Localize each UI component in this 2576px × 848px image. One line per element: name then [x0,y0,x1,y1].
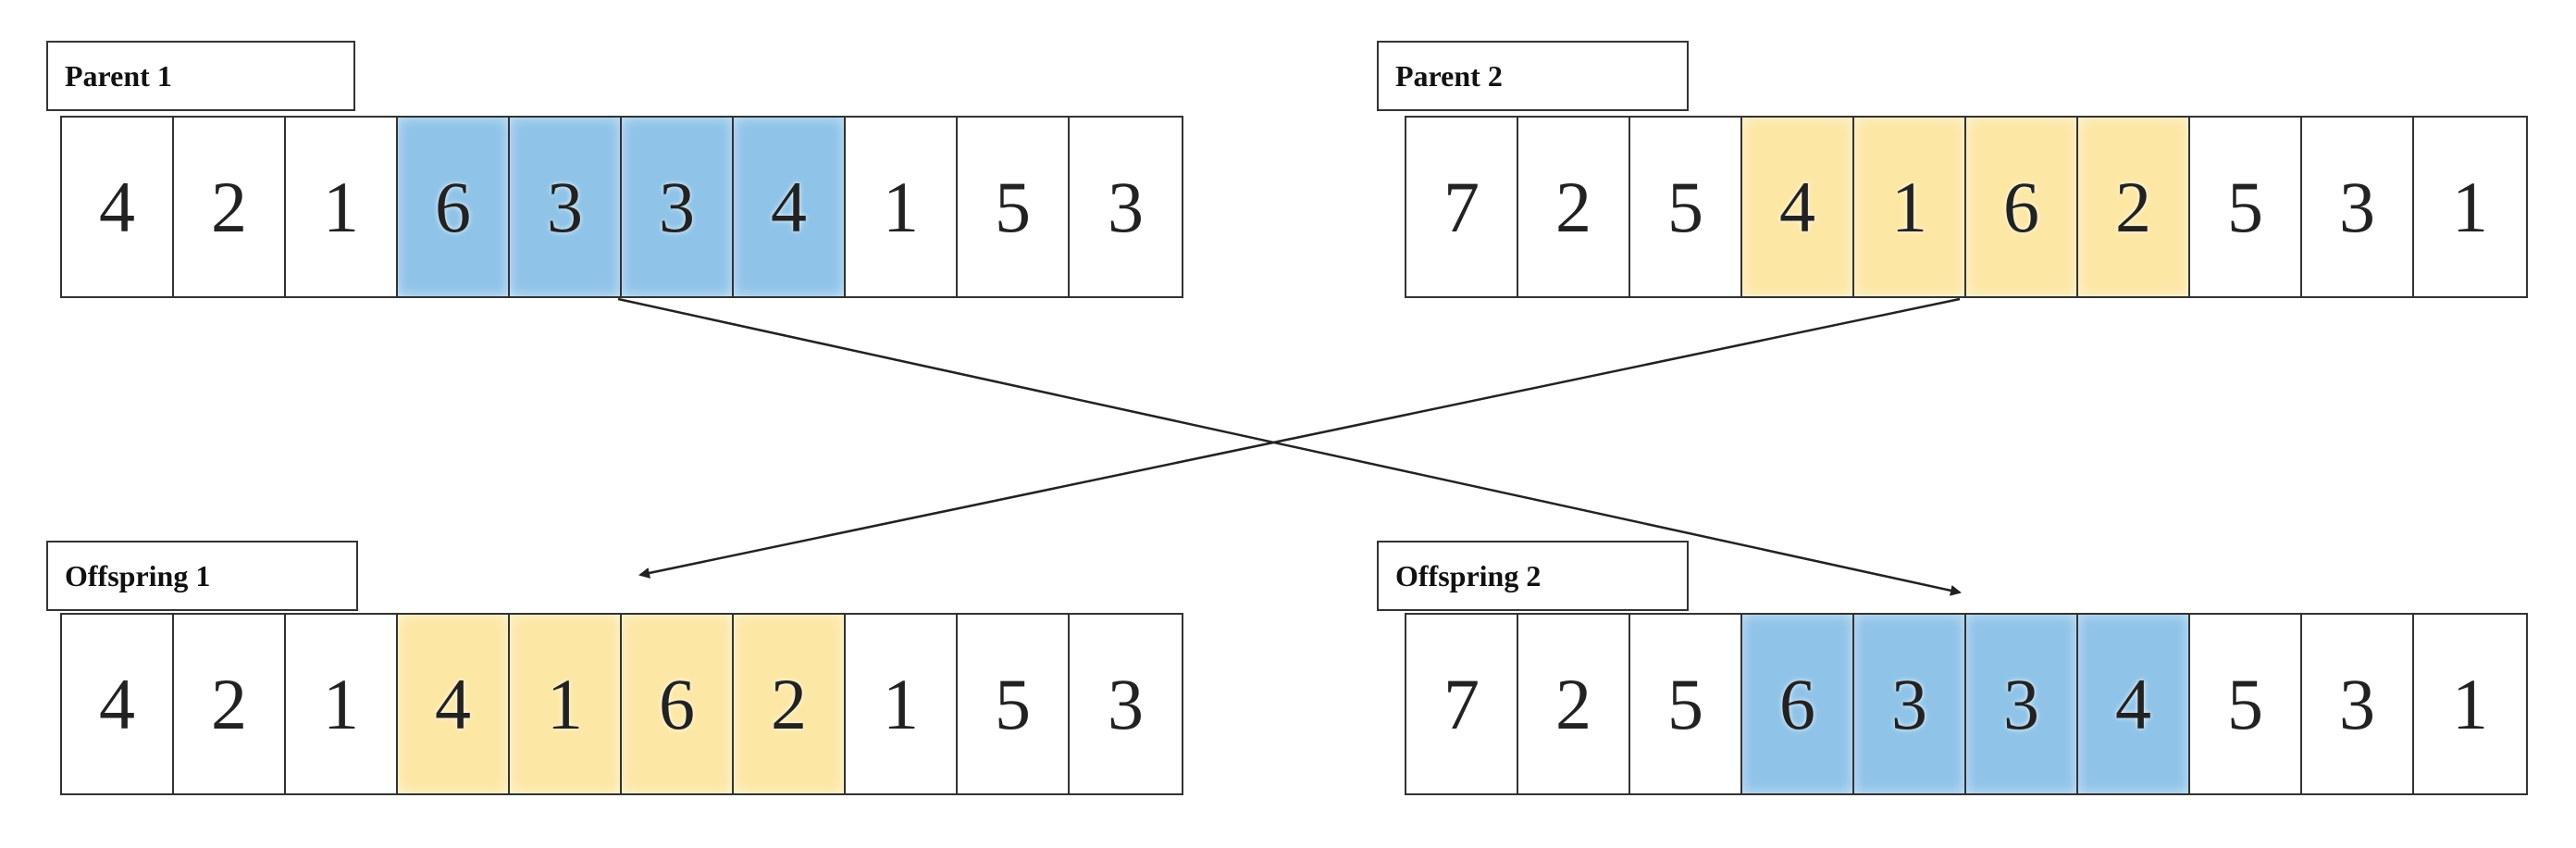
parent-2-gene-9: 3 [2302,118,2414,296]
parent-2-gene-1: 7 [1406,118,1518,296]
parent-2-gene-2: 2 [1518,118,1630,296]
offspring-1-gene-8: 1 [846,615,958,793]
parent-1-gene-1: 4 [62,118,174,296]
offspring-2-gene-6: 3 [1966,615,2078,793]
offspring-2-label: Offspring 2 [1377,541,1689,611]
parent-1-gene-9: 5 [958,118,1070,296]
parent-2-gene-8: 5 [2190,118,2302,296]
parent-2-gene-5: 1 [1854,118,1966,296]
parent-2-gene-3: 5 [1630,118,1742,296]
parent-1-gene-4: 6 [398,118,510,296]
offspring-2-gene-9: 3 [2302,615,2414,793]
offspring-2-gene-5: 3 [1854,615,1966,793]
parent-2-label: Parent 2 [1377,41,1689,111]
parent-1-gene-6: 3 [622,118,734,296]
offspring-1-gene-9: 5 [958,615,1070,793]
offspring-1-gene-6: 6 [622,615,734,793]
parent-1-chromosome: 4 2 1 6 3 3 4 1 5 3 [60,116,1183,298]
parent-1-gene-7: 4 [734,118,846,296]
offspring-2-gene-8: 5 [2190,615,2302,793]
parent-2-gene-7: 2 [2078,118,2190,296]
offspring-2-chromosome: 7 2 5 6 3 3 4 5 3 1 [1405,613,2528,795]
offspring-2-gene-2: 2 [1518,615,1630,793]
offspring-1-gene-4: 4 [398,615,510,793]
parent-1-label: Parent 1 [46,41,355,111]
offspring-1-gene-5: 1 [510,615,622,793]
offspring-1-gene-3: 1 [286,615,398,793]
offspring-1-label: Offspring 1 [46,541,358,611]
parent-1-gene-5: 3 [510,118,622,296]
parent-2-chromosome: 7 2 5 4 1 6 2 5 3 1 [1405,116,2528,298]
parent-2-gene-10: 1 [2414,118,2526,296]
offspring-1-gene-1: 4 [62,615,174,793]
offspring-2-gene-7: 4 [2078,615,2190,793]
offspring-1-gene-7: 2 [734,615,846,793]
offspring-2-gene-4: 6 [1742,615,1854,793]
parent-1-gene-8: 1 [846,118,958,296]
parent-2-gene-4: 4 [1742,118,1854,296]
offspring-1-gene-2: 2 [174,615,286,793]
offspring-2-gene-10: 1 [2414,615,2526,793]
offspring-1-chromosome: 4 2 1 4 1 6 2 1 5 3 [60,613,1183,795]
arrow-parent2-to-offspring1 [638,297,1961,579]
parent-2-gene-6: 6 [1966,118,2078,296]
parent-1-gene-2: 2 [174,118,286,296]
arrow-parent1-to-offspring2 [617,297,1962,596]
offspring-2-gene-3: 5 [1630,615,1742,793]
parent-1-gene-10: 3 [1070,118,1182,296]
offspring-1-gene-10: 3 [1070,615,1182,793]
parent-1-gene-3: 1 [286,118,398,296]
offspring-2-gene-1: 7 [1406,615,1518,793]
